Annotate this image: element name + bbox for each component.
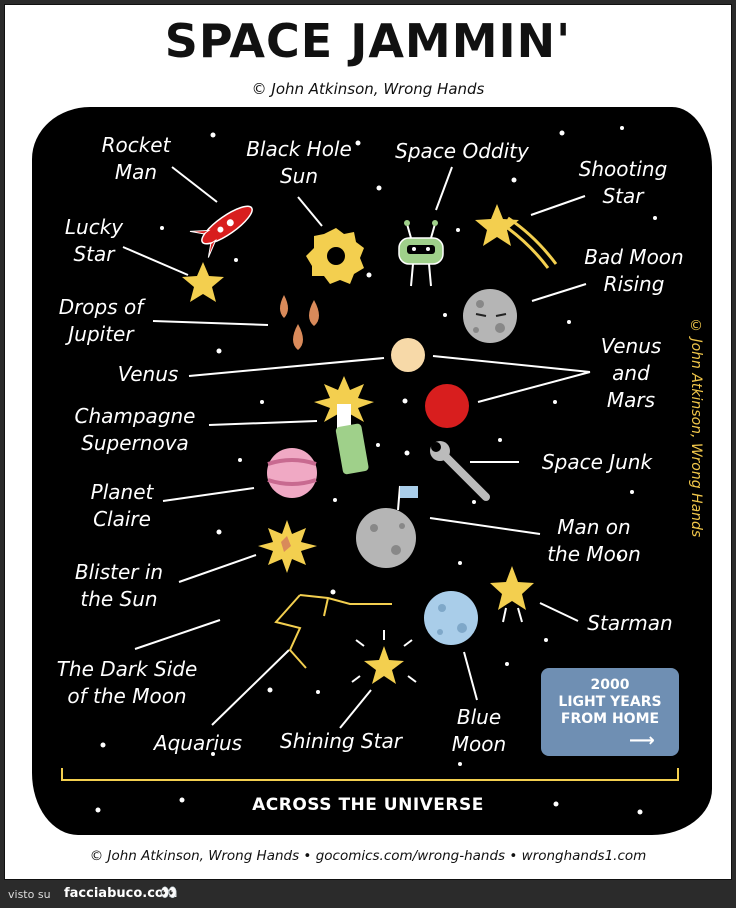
champagne-icon bbox=[314, 376, 374, 475]
footer-credit: © John Atkinson, Wrong Hands • gocomics.… bbox=[89, 848, 647, 864]
label-blue-moon: Blue Moon bbox=[451, 705, 507, 756]
byline: © John Atkinson, Wrong Hands bbox=[251, 80, 485, 98]
label-man-on-the-moon: Man on the Moon bbox=[547, 515, 641, 566]
moon-flag-icon bbox=[356, 485, 418, 568]
star-dots bbox=[95, 126, 657, 815]
across-the-universe-label: ACROSS THE UNIVERSE bbox=[252, 795, 484, 815]
alien-icon bbox=[398, 220, 444, 287]
blue-moon-icon bbox=[424, 591, 478, 645]
comic-title: SPACE JAMMIN' bbox=[164, 14, 572, 68]
eyes-icon: 👀 bbox=[160, 885, 178, 901]
mars-icon bbox=[425, 384, 469, 428]
label-lucky-star: Lucky Star bbox=[64, 215, 124, 266]
label-dark-side-of-the-moon: The Dark Side of the Moon bbox=[56, 657, 198, 708]
label-black-hole-sun: Black Hole Sun bbox=[246, 137, 352, 188]
label-aquarius: Aquarius bbox=[153, 731, 243, 755]
drops-icon bbox=[280, 295, 319, 350]
leader-lines bbox=[122, 166, 591, 729]
watermark-prefix: visto su bbox=[8, 888, 51, 901]
watermark-site-link[interactable]: facciabuco.com bbox=[64, 886, 178, 901]
label-rocket-man: Rocket Man bbox=[101, 133, 171, 184]
bracket bbox=[61, 768, 679, 781]
aquarius-icon bbox=[274, 594, 392, 669]
label-planet-claire: Planet Claire bbox=[90, 480, 154, 531]
label-space-junk: Space Junk bbox=[541, 450, 653, 474]
sign-line-1: 2000 bbox=[590, 677, 630, 693]
label-shooting-star: Shooting Star bbox=[578, 157, 668, 208]
label-venus-and-mars: Venus and Mars bbox=[600, 334, 662, 412]
bad-moon-icon bbox=[463, 289, 517, 343]
crescent-moon-icon bbox=[210, 587, 262, 650]
shining-star-icon bbox=[351, 630, 417, 684]
label-venus: Venus bbox=[117, 362, 179, 386]
label-starman: Starman bbox=[587, 611, 673, 635]
light-years-sign: 2000 LIGHT YEARS FROM HOME ⟶ bbox=[541, 668, 679, 756]
label-champagne-supernova: Champagne Supernova bbox=[74, 404, 196, 455]
shooting-star-icon bbox=[475, 204, 558, 269]
label-space-oddity: Space Oddity bbox=[395, 139, 529, 163]
starman-icon bbox=[490, 566, 534, 623]
black-hole-sun-icon bbox=[306, 228, 364, 284]
watermark-bar: visto su facciabuco.com 👀 bbox=[0, 880, 736, 908]
wrench-icon bbox=[430, 441, 490, 501]
label-bad-moon-rising: Bad Moon Rising bbox=[584, 245, 684, 296]
label-blister-in-the-sun: Blister in the Sun bbox=[74, 560, 164, 611]
planet-claire-icon bbox=[267, 448, 317, 498]
label-drops-of-jupiter: Drops of Jupiter bbox=[58, 295, 144, 346]
side-credit: © John Atkinson, Wrong Hands bbox=[688, 318, 704, 538]
venus-icon bbox=[391, 338, 425, 372]
label-shining-star: Shining Star bbox=[280, 729, 402, 753]
arrow-right-icon: ⟶ bbox=[629, 730, 655, 751]
lucky-star-icon bbox=[182, 262, 224, 302]
sign-line-2: LIGHT YEARS bbox=[558, 694, 662, 710]
sign-line-3: FROM HOME bbox=[560, 711, 660, 727]
rocket-icon bbox=[189, 205, 253, 258]
